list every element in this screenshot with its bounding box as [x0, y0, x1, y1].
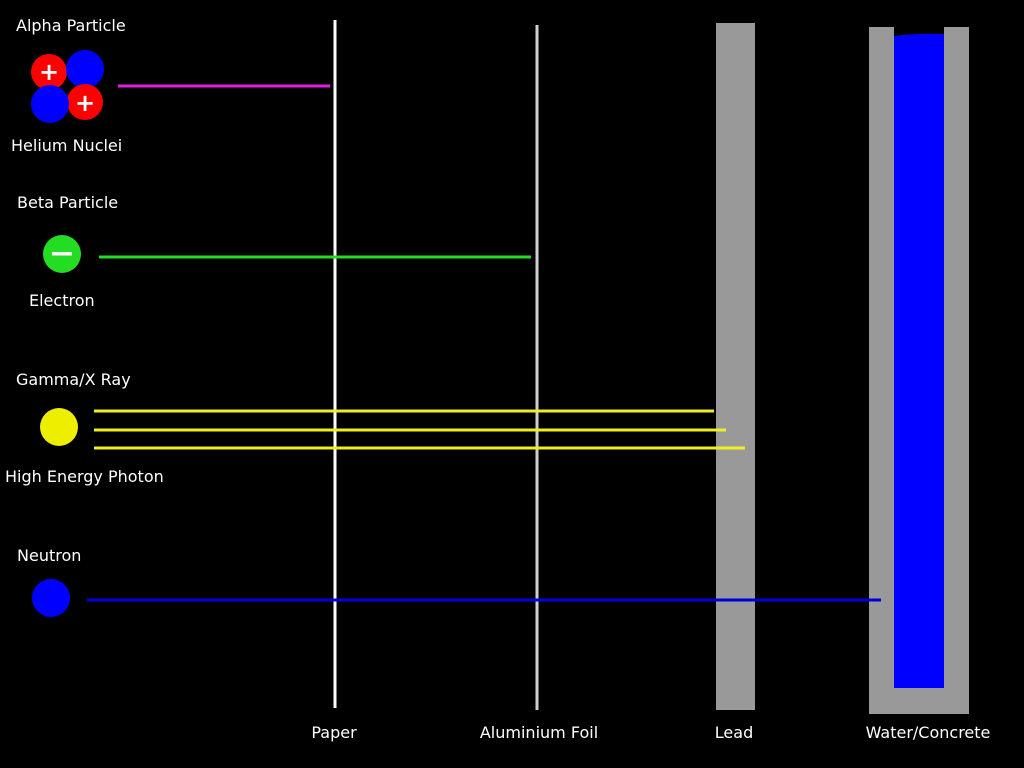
- water-concrete-label: Water/Concrete: [866, 723, 991, 742]
- concrete-wall-left: [869, 27, 894, 714]
- proton-icon: [31, 54, 67, 90]
- electron-icon: [43, 235, 81, 273]
- concrete-wall-bottom: [869, 688, 969, 714]
- paper-barrier: [333, 20, 337, 708]
- alpha-subtitle: Helium Nuclei: [11, 136, 122, 155]
- paper-label: Paper: [311, 723, 357, 742]
- aluminium-barrier: [535, 25, 539, 710]
- neutron-icon: [66, 50, 104, 88]
- aluminium-label: Aluminium Foil: [480, 723, 598, 742]
- gamma-title: Gamma/X Ray: [16, 370, 131, 389]
- photon-icon: [40, 408, 78, 446]
- plus-sign: +: [75, 89, 95, 117]
- concrete-wall-right: [944, 27, 969, 714]
- water-fill: [894, 33, 944, 688]
- neutron-title: Neutron: [17, 546, 81, 565]
- beta-title: Beta Particle: [17, 193, 118, 212]
- plus-sign: +: [39, 58, 59, 86]
- minus-sign: [52, 252, 72, 256]
- proton-icon: [67, 84, 103, 120]
- beta-subtitle: Electron: [29, 291, 95, 310]
- water-concrete-barrier: [869, 27, 969, 714]
- neutron-icon: [31, 85, 69, 123]
- gamma-subtitle: High Energy Photon: [5, 467, 164, 486]
- alpha-title: Alpha Particle: [16, 16, 126, 35]
- helium-nucleus-icon: + +: [31, 50, 104, 123]
- lead-barrier: [716, 23, 755, 710]
- neutron-particle-icon: [32, 579, 70, 617]
- lead-label: Lead: [715, 723, 753, 742]
